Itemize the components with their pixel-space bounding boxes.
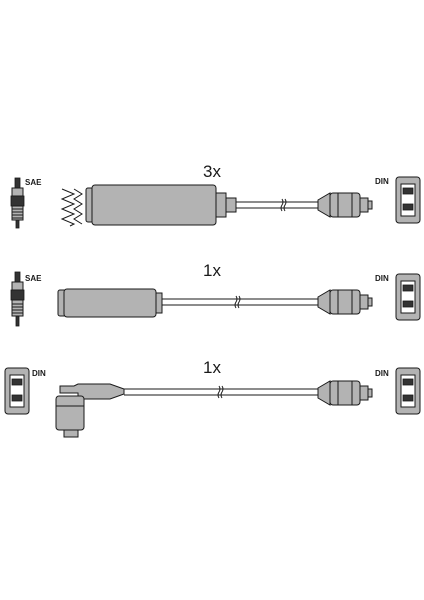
standard-label: DIN [375,177,389,186]
quantity-label: 1x [203,358,221,377]
distributor-connector [317,289,373,315]
cable-set-2: 1x SAE [10,261,421,327]
standard-label: DIN [375,274,389,283]
din-terminal-icon [395,273,421,321]
spark-plug-icon [10,271,25,327]
spark-plug-boot [85,184,237,226]
cable-set-1: 3x SAE [10,162,421,229]
spark-plug-boot [57,288,163,318]
din-terminal-icon [4,367,30,415]
standard-label: SAE [25,178,42,187]
quantity-label: 3x [203,162,221,181]
standard-label: DIN [375,369,389,378]
cable [236,198,318,212]
angled-boot [55,383,125,438]
standard-label: SAE [25,274,42,283]
standard-label: DIN [32,369,46,378]
distributor-connector [317,380,373,406]
spark-plug-icon [10,177,25,229]
cable-set-3: 1x DIN DIN [4,358,421,438]
quantity-label: 1x [203,261,221,280]
din-terminal-icon [395,176,421,224]
din-terminal-icon [395,367,421,415]
distributor-connector [317,192,373,218]
spring-icon [60,188,76,227]
cable [124,385,318,399]
cable [162,295,318,309]
